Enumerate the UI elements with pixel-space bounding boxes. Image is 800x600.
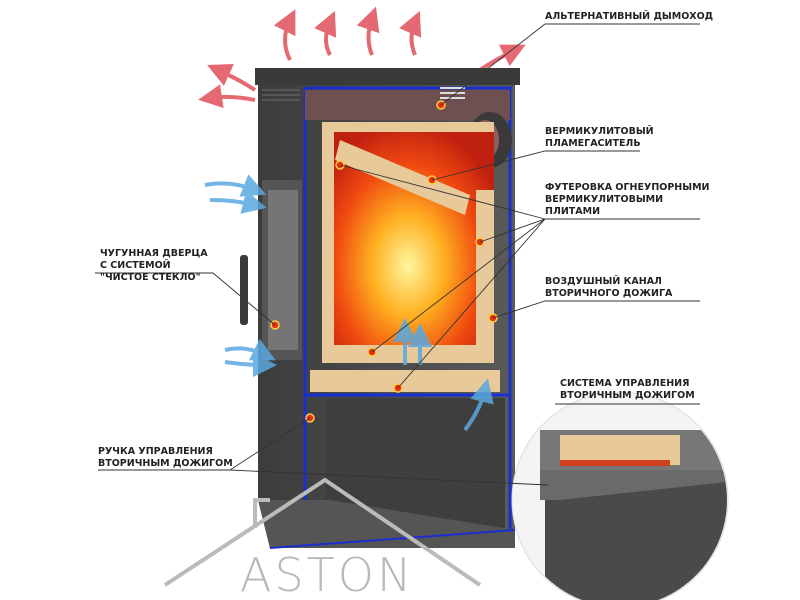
label-line: ЧУГУННАЯ ДВЕРЦА bbox=[100, 248, 208, 259]
label-line: ФУТЕРОВКА ОГНЕУПОРНЫМИ bbox=[545, 182, 710, 193]
label-line: ВОЗДУШНЫЙ КАНАЛ bbox=[545, 276, 662, 287]
label-line: ВТОРИЧНЫМ ДОЖИГОМ bbox=[560, 390, 695, 401]
label-line: С СИСТЕМОЙ bbox=[100, 260, 171, 271]
leader-lines bbox=[95, 23, 700, 486]
label-line: ВЕРМИКУЛИТОВЫЙ bbox=[545, 126, 654, 137]
label-line: ВТОРИЧНЫМ ДОЖИГОМ bbox=[98, 458, 233, 469]
aston-logo: ASTON bbox=[240, 548, 415, 600]
top-plate bbox=[255, 68, 520, 85]
label-line: ПЛИТАМИ bbox=[545, 206, 601, 217]
label-line: "ЧИСТОЕ СТЕКЛО" bbox=[100, 272, 201, 283]
label-alternative-chimney: АЛЬТЕРНАТИВНЫЙ ДЫМОХОД bbox=[545, 11, 713, 23]
label-line: СИСТЕМА УПРАВЛЕНИЯ bbox=[560, 378, 690, 389]
label-line: ВТОРИЧНОГО ДОЖИГА bbox=[545, 288, 673, 299]
aston-logo-roof bbox=[163, 477, 482, 587]
label-line: РУЧКА УПРАВЛЕНИЯ bbox=[98, 446, 213, 457]
grate-plate bbox=[310, 370, 500, 392]
label-line: ПЛАМЕГАСИТЕЛЬ bbox=[545, 138, 641, 149]
air-arrows bbox=[204, 174, 494, 432]
flame-baffle bbox=[335, 140, 470, 215]
door-handle bbox=[240, 255, 248, 325]
label-line: АЛЬТЕРНАТИВНЫЙ ДЫМОХОД bbox=[545, 11, 714, 22]
label-line: ВЕРМИКУЛИТОВЫМИ bbox=[545, 194, 664, 205]
